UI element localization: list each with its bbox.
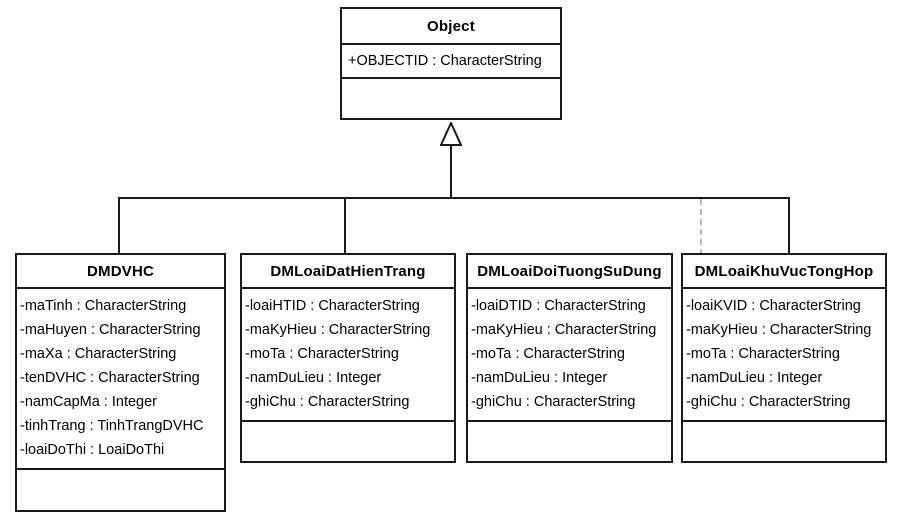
class-box-dmloaidathientrang[interactable]: DMLoaiDatHienTrang -loaiHTID : Character… xyxy=(240,253,456,463)
class-attributes-dmloaidoituongsudung: -loaiDTID : CharacterString -maKyHieu : … xyxy=(468,289,671,422)
attribute-row: -maHuyen : CharacterString xyxy=(20,322,201,338)
attribute-row: -tenDVHC : CharacterString xyxy=(20,370,200,386)
attribute-row: -moTa : CharacterString xyxy=(686,346,840,362)
attribute-row: -namDuLieu : Integer xyxy=(471,370,608,386)
generalization-branch-line-3 xyxy=(700,199,702,255)
class-attributes-dmdvhc: -maTinh : CharacterString -maHuyen : Cha… xyxy=(17,289,224,470)
class-name-dmdvhc: DMDVHC xyxy=(17,255,224,289)
attribute-row: -maKyHieu : CharacterString xyxy=(686,322,872,338)
attribute-row: -loaiDoThi : LoaiDoThi xyxy=(20,442,165,458)
class-operations-dmloaidoituongsudung xyxy=(468,422,671,461)
generalization-branch-line-1 xyxy=(118,197,120,255)
generalization-branch-line-4 xyxy=(788,197,790,255)
class-operations-dmdvhc xyxy=(17,470,224,510)
attribute-row: -ghiChu : CharacterString xyxy=(245,394,410,410)
class-operations-object xyxy=(342,79,560,118)
attribute-row: -loaiKVID : CharacterString xyxy=(686,298,861,314)
attribute-row: -loaiHTID : CharacterString xyxy=(245,298,420,314)
attribute-row: -ghiChu : CharacterString xyxy=(471,394,636,410)
attribute-row: -moTa : CharacterString xyxy=(471,346,625,362)
attribute-row: -maXa : CharacterString xyxy=(20,346,177,362)
attribute-row: -namCapMa : Integer xyxy=(20,394,158,410)
attribute-row: -maKyHieu : CharacterString xyxy=(471,322,657,338)
class-box-dmloaikhuvuctonghop[interactable]: DMLoaiKhuVucTongHop -loaiKVID : Characte… xyxy=(681,253,887,463)
attribute-row: -namDuLieu : Integer xyxy=(686,370,823,386)
attribute-row: -tinhTrang : TinhTrangDVHC xyxy=(20,418,204,434)
class-name-dmloaidathientrang: DMLoaiDatHienTrang xyxy=(242,255,454,289)
class-attributes-dmloaikhuvuctonghop: -loaiKVID : CharacterString -maKyHieu : … xyxy=(683,289,885,422)
class-name-dmloaikhuvuctonghop: DMLoaiKhuVucTongHop xyxy=(683,255,885,289)
class-name-dmloaidoituongsudung: DMLoaiDoiTuongSuDung xyxy=(468,255,671,289)
hollow-triangle-icon xyxy=(440,122,462,146)
class-operations-dmloaidathientrang xyxy=(242,422,454,461)
generalization-branch-line-2 xyxy=(344,197,346,255)
attribute-row: -moTa : CharacterString xyxy=(245,346,399,362)
class-attributes-object: +OBJECTID : CharacterString xyxy=(342,45,560,79)
attribute-row: -maKyHieu : CharacterString xyxy=(245,322,431,338)
attribute-row: -ghiChu : CharacterString xyxy=(686,394,851,410)
class-box-dmloaidoituongsudung[interactable]: DMLoaiDoiTuongSuDung -loaiDTID : Charact… xyxy=(466,253,673,463)
attribute-row: +OBJECTID : CharacterString xyxy=(348,53,542,69)
attribute-row: -maTinh : CharacterString xyxy=(20,298,187,314)
generalization-bus-line xyxy=(118,197,790,199)
class-box-object[interactable]: Object +OBJECTID : CharacterString xyxy=(340,7,562,120)
attribute-row: -namDuLieu : Integer xyxy=(245,370,382,386)
attribute-row: -loaiDTID : CharacterString xyxy=(471,298,646,314)
class-name-object: Object xyxy=(342,9,560,45)
generalization-stem-line xyxy=(450,145,452,199)
class-operations-dmloaikhuvuctonghop xyxy=(683,422,885,461)
class-attributes-dmloaidathientrang: -loaiHTID : CharacterString -maKyHieu : … xyxy=(242,289,454,422)
class-box-dmdvhc[interactable]: DMDVHC -maTinh : CharacterString -maHuye… xyxy=(15,253,226,512)
